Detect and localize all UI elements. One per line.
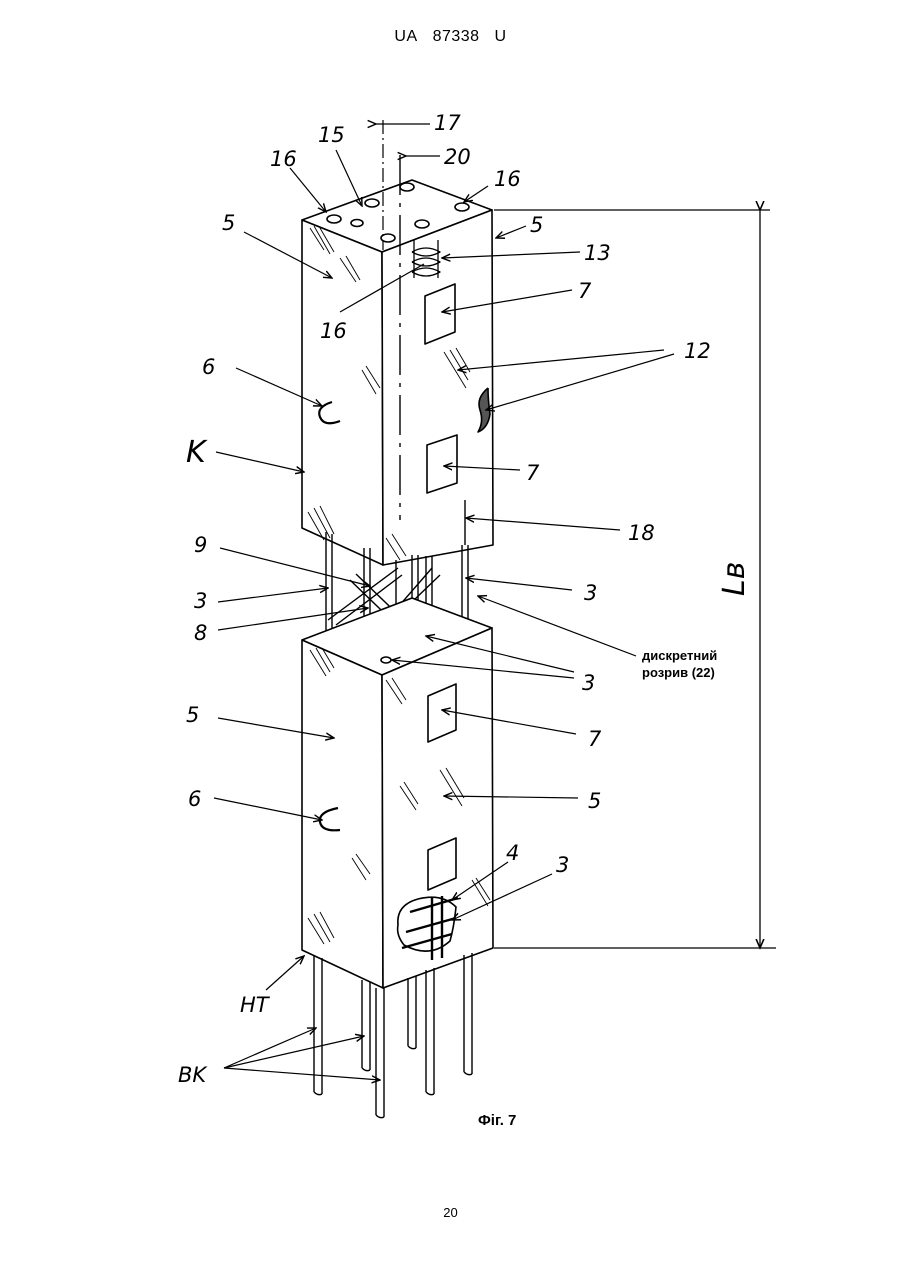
cutaway-4 [398,897,456,951]
label-16-top-right: 16 [494,167,521,191]
label-discrete-gap-line2: розрив (22) [642,665,715,680]
label-3-gap: 3 [582,671,595,695]
label-16-front: 16 [320,319,347,343]
label-4: 4 [506,841,519,865]
label-18: 18 [628,521,655,545]
label-5-lower-left: 5 [186,703,199,727]
label-17: 17 [434,111,461,135]
lower-block [302,598,493,988]
label-8: 8 [194,621,207,645]
label-3-left: 3 [194,589,207,613]
label-20: 20 [444,145,471,169]
label-5-lower-right: 5 [588,789,601,813]
label-9: 9 [194,533,207,557]
label-13: 13 [584,241,611,265]
label-bk: BK [178,1063,208,1087]
figure-caption: Фіг. 7 [478,1112,516,1129]
label-discrete-gap-line1: дискретний [642,648,717,663]
label-5-upper-left: 5 [222,211,235,235]
label-lb: Lв [717,562,752,596]
label-16-top-left: 16 [270,147,297,171]
label-ht: HT [240,993,271,1017]
label-12: 12 [684,339,711,363]
label-6-lower: 6 [188,787,201,811]
label-6-upper: 6 [202,355,215,379]
label-15: 15 [318,123,345,147]
label-3-right: 3 [584,581,597,605]
label-7-upper: 7 [578,279,592,303]
label-7-lower: 7 [588,727,602,751]
page-number: 20 [0,1205,901,1220]
label-7-middle: 7 [526,461,540,485]
label-3-lower: 3 [556,853,569,877]
label-5-upper-right: 5 [530,213,543,237]
label-k: K [186,435,208,470]
